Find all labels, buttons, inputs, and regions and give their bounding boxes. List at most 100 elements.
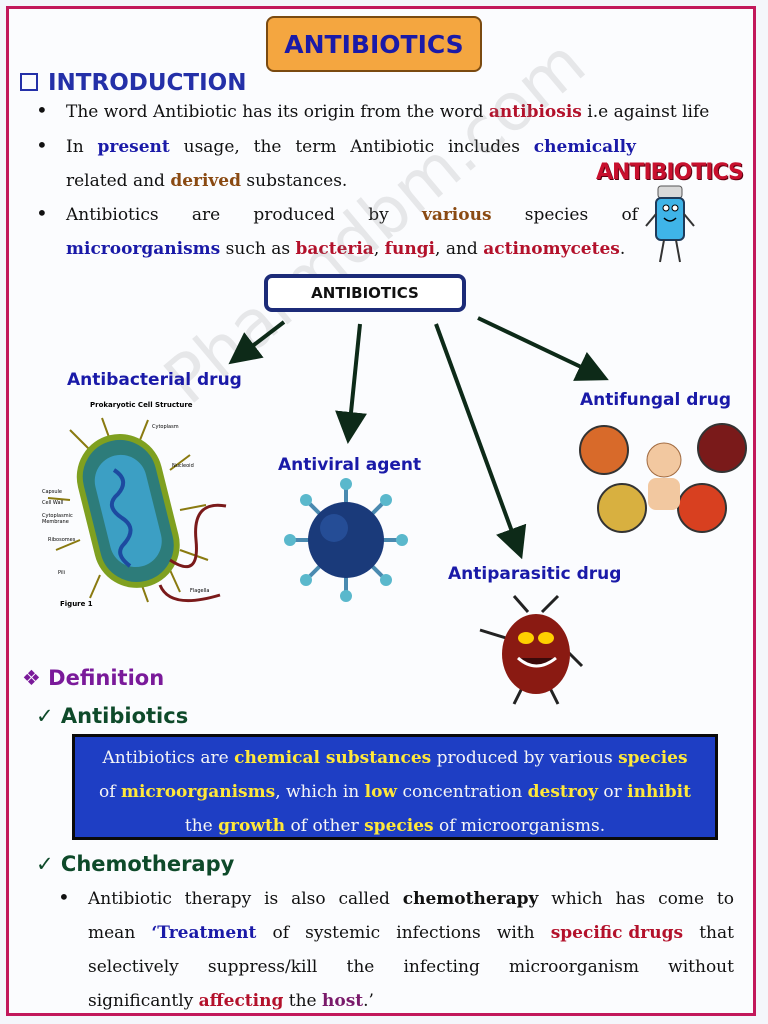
word: are (191, 205, 221, 225)
virus-illustration (284, 478, 408, 602)
word: therapy (184, 889, 252, 909)
line: related and derived substances. (66, 164, 636, 198)
word: with (496, 923, 535, 943)
text: or (597, 782, 628, 802)
bullet-icon: • (36, 98, 48, 122)
chemotherapy-subheading: ✓ Chemotherapy (36, 852, 234, 876)
word: species (524, 205, 589, 225)
word: usage, (183, 137, 240, 157)
text: Antibiotics are (102, 748, 235, 768)
word: which (551, 889, 603, 909)
highlight: microorganisms (120, 782, 276, 802)
word: by (368, 205, 389, 225)
text: such as (220, 239, 296, 259)
highlight: species (618, 748, 688, 768)
highlight: low (364, 782, 398, 802)
highlight: derived (170, 171, 242, 191)
highlight: destroy (527, 782, 598, 802)
word: systemic (305, 923, 381, 943)
text: , and (435, 239, 484, 259)
bottle-mascot-icon (645, 185, 695, 263)
highlight: species (364, 816, 434, 836)
cell-label-ribosomes: Ribosomes (48, 537, 76, 543)
highlight: host (322, 991, 364, 1011)
cell-label-cytoplasm: Cytoplasm (152, 424, 179, 430)
antiparasitic-label: Antiparasitic drug (448, 564, 622, 584)
word: of (621, 205, 638, 225)
parasite-illustration (479, 594, 584, 705)
chemo-line-4: significantly affecting the host.’ (88, 984, 734, 1018)
definition-heading-text: Definition (48, 666, 165, 690)
justified-line: In present usage, the term Antibiotic in… (66, 130, 636, 164)
text: concentration (397, 782, 528, 802)
highlight: inhibit (627, 782, 691, 802)
bullet-icon: • (36, 201, 48, 225)
word: produced (253, 205, 335, 225)
word: without (668, 957, 734, 977)
antibiotics-logo: ANTIBIOTICS (596, 160, 744, 185)
text: i.e against life (581, 102, 710, 122)
fungi-illustration (579, 423, 747, 533)
introduction-heading: INTRODUCTION (20, 70, 246, 96)
checkmark-icon: ✓ (36, 852, 54, 876)
highlight: growth (218, 816, 286, 836)
arrow-antiviral (335, 323, 367, 444)
text: , (373, 239, 385, 259)
highlight: various (421, 205, 492, 225)
diagram-center-box: ANTIBIOTICS (264, 274, 466, 312)
text: the (184, 816, 219, 836)
justified-line: Antibiotics are produced by various spec… (66, 198, 638, 232)
diamond-bullet-icon: ❖ (22, 666, 41, 690)
word: infecting (403, 957, 480, 977)
text: The word Antibiotic has its origin from … (66, 102, 489, 122)
text: , which in (275, 782, 365, 802)
highlight: antibiosis (488, 102, 582, 122)
chemo-line-1: Antibiotic therapy is also called chemot… (88, 882, 734, 916)
chemotherapy-paragraph: • Antibiotic therapy is also called chem… (58, 882, 734, 1018)
antibiotics-subheading-text: Antibiotics (60, 704, 189, 728)
introduction-heading-text: INTRODUCTION (48, 70, 247, 96)
word: come (658, 889, 705, 909)
text: of other (285, 816, 365, 836)
bacterium-illustration (47, 417, 227, 603)
word: infections (396, 923, 481, 943)
word: that (699, 923, 734, 943)
chemo-line-2: mean ‘Treatment of systemic infections w… (88, 916, 734, 950)
bullet-icon: • (36, 133, 48, 157)
intro-bullet-2: • In present usage, the term Antibiotic … (36, 130, 636, 198)
word: also (291, 889, 326, 909)
chemo-line-3: selectively suppress/kill the infecting … (88, 950, 734, 984)
word: the (253, 137, 282, 157)
word: In (66, 137, 84, 157)
antibacterial-label: Antibacterial drug (67, 370, 242, 390)
word: selectively (88, 957, 179, 977)
text: .’ (363, 991, 374, 1011)
highlight: chemically (533, 137, 636, 157)
word: includes (447, 137, 520, 157)
intro-bullet-3: • Antibiotics are produced by various sp… (36, 198, 638, 266)
text: related and (66, 171, 171, 191)
text: the (283, 991, 323, 1011)
antifungal-label: Antifungal drug (580, 390, 732, 410)
word: Antibiotic (88, 889, 172, 909)
text: substances. (241, 171, 348, 191)
cell-label-membrane: Cytoplasmic Membrane (42, 513, 73, 525)
word: called (338, 889, 390, 909)
antibiotics-subheading: ✓ Antibiotics (36, 704, 188, 728)
text: significantly (88, 991, 199, 1011)
chemotherapy-subheading-text: Chemotherapy (60, 852, 235, 876)
highlight: ‘Treatment (151, 923, 257, 943)
line: microorganisms such as bacteria, fungi, … (66, 232, 638, 266)
arrow-antiparasitic (434, 323, 527, 560)
checkbox-icon (20, 72, 38, 91)
highlight: microorganisms (66, 239, 221, 259)
word: is (264, 889, 279, 909)
highlight: bacteria (295, 239, 374, 259)
cell-label-pili: Pili (58, 570, 66, 576)
cell-label-capsule: Capsule (42, 489, 62, 495)
definition-line-1: Antibiotics are chemical substances prod… (75, 741, 715, 775)
text: produced by various (431, 748, 619, 768)
highlight: affecting (198, 991, 284, 1011)
intro-bullet-1: • The word Antibiotic has its origin fro… (36, 95, 710, 129)
